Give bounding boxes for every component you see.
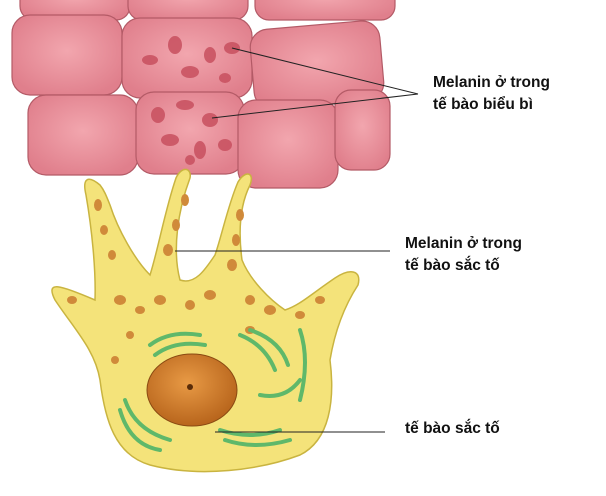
label-line: tế bào sắc tố: [405, 257, 500, 274]
label-line: Melanin ở trong: [405, 235, 522, 252]
epidermal-cells: [11, 0, 396, 189]
organelles: [118, 328, 307, 452]
melanocyte-body: [51, 168, 360, 473]
nucleus: [146, 353, 238, 427]
leader-lines: [175, 47, 419, 433]
label-epidermal-melanin: Melanin ở trong tế bào biểu bì: [433, 72, 550, 116]
label-melanocyte: tế bào sắc tố: [405, 420, 500, 437]
nucleolus: [187, 384, 193, 390]
label-line: tế bào biểu bì: [433, 96, 533, 113]
label-line: Melanin ở trong: [433, 74, 550, 91]
label-melanocyte-melanin: Melanin ở trong tế bào sắc tố: [405, 233, 522, 277]
epidermal-melanin-granules: [142, 36, 240, 165]
